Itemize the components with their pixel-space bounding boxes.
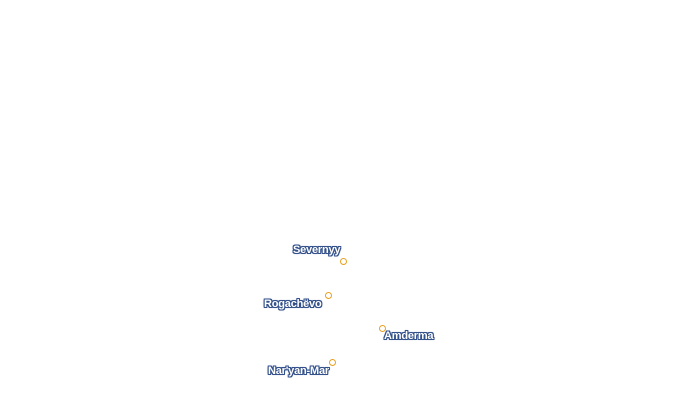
place-label-severnyy: Severnyy bbox=[293, 244, 341, 256]
place-marker-rogachevo[interactable] bbox=[325, 292, 332, 299]
place-label-rogachevo: Rogachëvo bbox=[264, 298, 322, 310]
place-marker-amderma[interactable] bbox=[379, 325, 386, 332]
place-label-naryanmar: Nar'yan-Mar bbox=[268, 365, 329, 377]
place-marker-naryanmar[interactable] bbox=[329, 359, 336, 366]
place-marker-severnyy[interactable] bbox=[340, 258, 347, 265]
place-label-amderma: Amderma bbox=[384, 330, 434, 342]
